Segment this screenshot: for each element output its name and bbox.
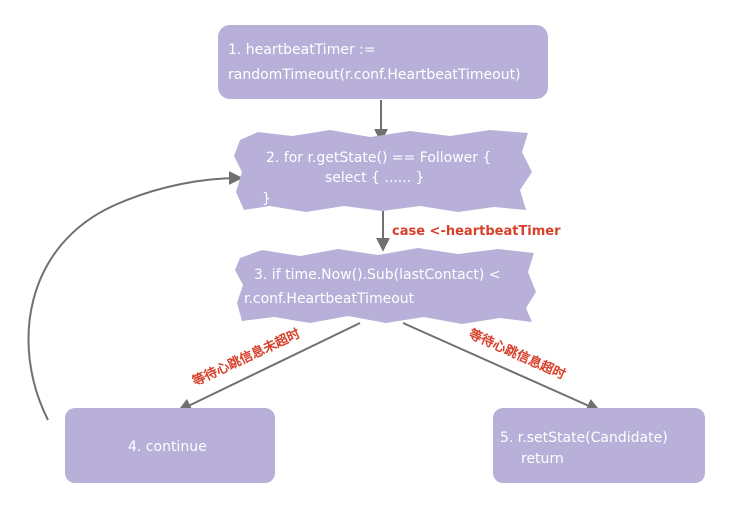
node-3-line-1: 3. if time.Now().Sub(lastContact) < [254,267,501,283]
node-2-line-3: } [262,191,271,207]
node-4-line-1: 4. continue [128,439,207,455]
edge-3-to-5 [402,322,601,412]
node-1-line-2: randomTimeout(r.conf.HeartbeatTimeout) [228,67,521,83]
edge-3-to-4 [177,322,361,412]
edge-label-heartbeat: case <-heartbeatTimer [392,224,561,239]
node-2: 2. for r.getState() == Follower { select… [234,130,532,212]
node-4: 4. continue [65,408,275,483]
node-5: 5. r.setState(Candidate) return [493,408,705,483]
node-2-line-2: select { ...... } [325,170,424,186]
node-3-line-2: r.conf.HeartbeatTimeout [244,291,415,307]
node-5-line-1: 5. r.setState(Candidate) [500,430,668,446]
node-2-line-1: 2. for r.getState() == Follower { [266,150,491,166]
node-3: 3. if time.Now().Sub(lastContact) < r.co… [235,248,536,324]
edge-4-loop-to-2 [27,171,243,421]
node-1: 1. heartbeatTimer := randomTimeout(r.con… [218,25,548,99]
node-5-line-2: return [521,451,564,467]
node-1-line-1: 1. heartbeatTimer := [228,42,376,58]
